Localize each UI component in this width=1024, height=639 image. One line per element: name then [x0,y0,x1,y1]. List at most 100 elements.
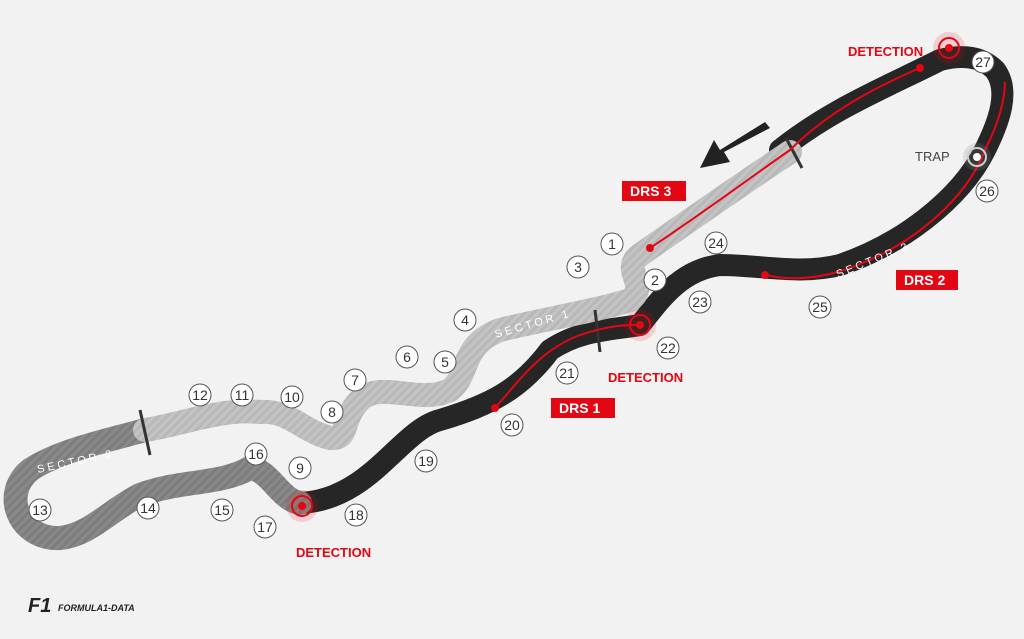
corner-circle [344,503,368,527]
corner-27: 27 [971,50,995,74]
corner-26: 26 [975,179,999,203]
corner-number: 11 [235,387,250,403]
trap-label: TRAP [915,149,950,164]
corner-3: 3 [566,255,590,279]
corner-19: 19 [414,449,438,473]
corner-11: 11 [230,383,254,407]
corner-10: 10 [280,385,304,409]
corner-7: 7 [343,368,367,392]
corner-15: 15 [210,498,234,522]
corner-circle [433,350,457,374]
sector-divider-2 [138,409,152,456]
corner-number: 17 [257,519,273,535]
corner-circle [230,383,254,407]
corner-circle [28,498,52,522]
drs2-label: DRS 2 [904,272,945,288]
detection-label-3: DETECTION [848,44,923,59]
corner-number: 8 [328,404,336,420]
corner-9: 9 [288,456,312,480]
sector-divider-3 [593,309,602,353]
drs3-start-dot [916,64,924,72]
corner-circle [688,290,712,314]
corner-circle [808,295,832,319]
corner-21: 21 [555,361,579,385]
corner-circle [971,50,995,74]
formula1-data-logo: F1 FORMULA1-DATA [28,595,135,617]
corner-number: 26 [979,183,995,199]
corner-20: 20 [500,413,524,437]
corner-23: 23 [688,290,712,314]
corner-2: 2 [643,268,667,292]
corner-number: 20 [504,417,520,433]
drs3-badge: DRS 3 [622,181,686,201]
corner-number: 2 [651,272,659,288]
logo-f1: F1 [28,595,51,617]
corner-25: 25 [808,295,832,319]
drs2-line [764,81,1006,280]
corner-17: 17 [253,515,277,539]
corner-number: 27 [975,54,991,70]
drs2-start-dot [761,271,769,279]
corner-circle [280,385,304,409]
corner-circle [453,308,477,332]
detection-point-2 [624,309,656,341]
corner-number: 4 [461,312,469,328]
detection-point-1 [286,490,318,522]
corner-number: 18 [348,507,364,523]
sector-3-track [289,46,1014,514]
detection-label-1: DETECTION [296,545,371,560]
corner-number: 7 [351,372,359,388]
corner-circle [704,231,728,255]
corner-circle [500,413,524,437]
corner-1: 1 [600,232,624,256]
corner-12: 12 [188,383,212,407]
corner-circle [975,179,999,203]
sector-divider-1 [784,137,804,169]
corner-circle [555,361,579,385]
corner-8: 8 [320,400,344,424]
drs3-end-dot [646,244,654,252]
corner-number: 13 [32,502,48,518]
corner-circle [643,268,667,292]
drs3-label: DRS 3 [630,183,671,199]
corner-18: 18 [344,503,368,527]
corner-24: 24 [704,231,728,255]
corner-circle [210,498,234,522]
drs1-badge: DRS 1 [551,398,615,418]
corner-circle [395,345,419,369]
corner-16: 16 [244,442,268,466]
corner-circle [244,442,268,466]
corner-circle [288,456,312,480]
corner-22: 22 [656,336,680,360]
corner-number: 19 [418,453,434,469]
corner-number: 12 [192,387,208,403]
corner-number: 23 [692,294,708,310]
corner-number: 21 [559,365,575,381]
corner-5: 5 [433,350,457,374]
corner-number: 14 [140,500,156,516]
drs1-start-dot [491,404,499,412]
corner-number: 16 [248,446,264,462]
detection-label-2: DETECTION [608,370,683,385]
drs2-badge: DRS 2 [896,270,958,290]
corner-14: 14 [136,496,160,520]
corner-number: 22 [660,340,676,356]
detection-point-3 [933,32,965,64]
corner-circle [566,255,590,279]
sector-2-track [3,418,312,550]
corner-circle [188,383,212,407]
direction-arrow-icon [700,122,770,168]
corner-circle [343,368,367,392]
corner-number: 5 [441,354,449,370]
corner-number: 25 [812,299,828,315]
corner-13: 13 [28,498,52,522]
corner-number: 9 [296,460,304,476]
corner-number: 10 [284,389,300,405]
corner-circle [320,400,344,424]
corner-6: 6 [395,345,419,369]
corner-number: 6 [403,349,411,365]
speed-trap-point [963,143,991,171]
